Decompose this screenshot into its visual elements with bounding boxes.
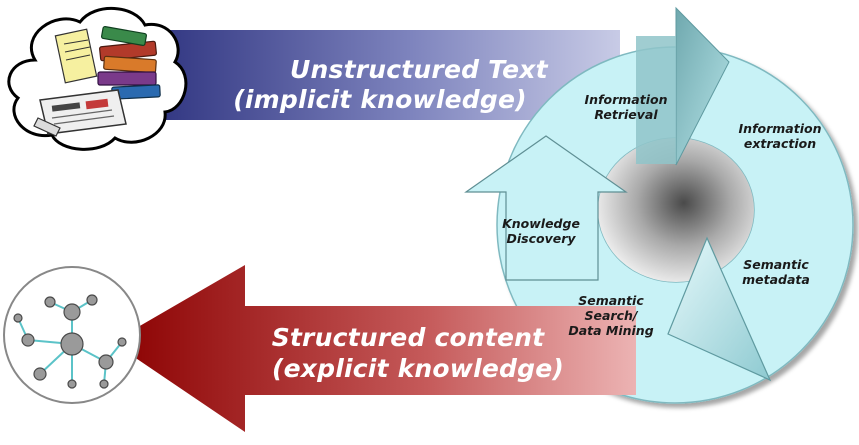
label-semantic-search-l2: Search/ — [584, 308, 638, 323]
label-semantic-search: Semantic Search/ Data Mining — [556, 293, 666, 338]
cycle-center — [598, 138, 754, 282]
label-information-extraction-l2: extraction — [743, 136, 817, 151]
bottom-arrow — [112, 265, 636, 432]
cycle-arrowhead-bottom — [667, 236, 772, 382]
label-knowledge-discovery: Knowledge Discovery — [486, 216, 596, 246]
books-newspaper-cloud-icon — [7, 7, 188, 151]
label-semantic-metadata: Semantic metadata — [726, 257, 826, 287]
label-semantic-search-l1: Semantic — [578, 293, 644, 308]
top-arrow-band — [150, 30, 620, 120]
label-semantic-metadata-l2: metadata — [742, 272, 810, 287]
label-semantic-metadata-l1: Semantic — [743, 257, 809, 272]
cycle-arrow-shaft-top — [636, 36, 676, 164]
network-graph-icon — [3, 266, 141, 404]
label-information-retrieval-l1: Information — [584, 92, 668, 107]
label-information-extraction: Information extraction — [720, 121, 840, 151]
label-knowledge-discovery-l1: Knowledge — [502, 216, 580, 231]
top-arrow-text-line2: (implicit knowledge) — [233, 85, 527, 114]
label-information-retrieval: Information Retrieval — [566, 92, 686, 122]
label-information-extraction-l1: Information — [738, 121, 822, 136]
bottom-arrow-text-line2: (explicit knowledge) — [272, 354, 564, 383]
label-information-retrieval-l2: Retrieval — [594, 107, 658, 122]
top-arrow-text-line1: Unstructured Text — [290, 55, 548, 84]
bottom-arrow-text-line1: Structured content — [271, 323, 545, 352]
cycle-arrow-up-left — [464, 135, 628, 281]
label-semantic-search-l3: Data Mining — [568, 323, 654, 338]
label-knowledge-discovery-l2: Discovery — [506, 231, 576, 246]
